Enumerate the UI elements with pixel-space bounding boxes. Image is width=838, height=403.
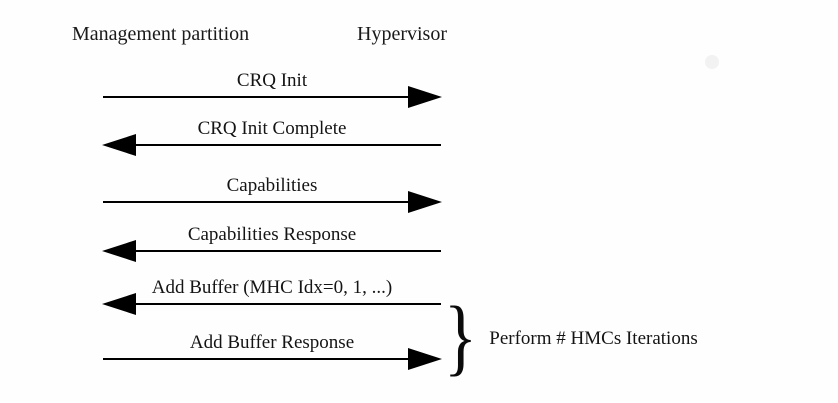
message-row-capabilities-response: Capabilities Response	[102, 223, 441, 269]
message-label-crq-init: CRQ Init	[236, 70, 308, 91]
actor-label-hypervisor: Hypervisor	[357, 23, 447, 45]
message-line-crq-init-complete	[133, 144, 441, 146]
message-line-crq-init	[103, 96, 411, 98]
arrow-head-right-icon	[408, 86, 442, 108]
message-label-capabilities: Capabilities	[226, 175, 318, 196]
message-line-capabilities-response	[133, 250, 441, 252]
arrow-head-right-icon	[408, 348, 442, 370]
arrow-head-left-icon	[102, 240, 136, 262]
message-row-add-buffer: Add Buffer (MHC Idx=0, 1, ...)	[102, 276, 441, 322]
message-label-add-buffer-response: Add Buffer Response	[189, 332, 355, 353]
message-row-crq-init: CRQ Init	[103, 69, 442, 115]
arrow-head-right-icon	[408, 191, 442, 213]
message-row-add-buffer-response: Add Buffer Response	[103, 331, 442, 377]
arrow-head-left-icon	[102, 293, 136, 315]
message-label-add-buffer: Add Buffer (MHC Idx=0, 1, ...)	[151, 277, 393, 298]
message-row-crq-init-complete: CRQ Init Complete	[102, 117, 441, 163]
message-line-capabilities	[103, 201, 411, 203]
message-row-capabilities: Capabilities	[103, 174, 442, 220]
message-label-crq-init-complete: CRQ Init Complete	[197, 118, 347, 139]
actor-label-management-partition: Management partition	[72, 23, 250, 45]
message-line-add-buffer	[133, 303, 441, 305]
message-label-capabilities-response: Capabilities Response	[187, 224, 357, 245]
arrow-head-left-icon	[102, 134, 136, 156]
iteration-annotation-group: } Perform # HMCs Iterations	[444, 292, 698, 380]
iteration-annotation-note: Perform # HMCs Iterations	[489, 327, 698, 349]
message-line-add-buffer-response	[103, 358, 411, 360]
curly-brace-icon: }	[444, 288, 478, 384]
faint-dot-artifact	[705, 55, 719, 69]
